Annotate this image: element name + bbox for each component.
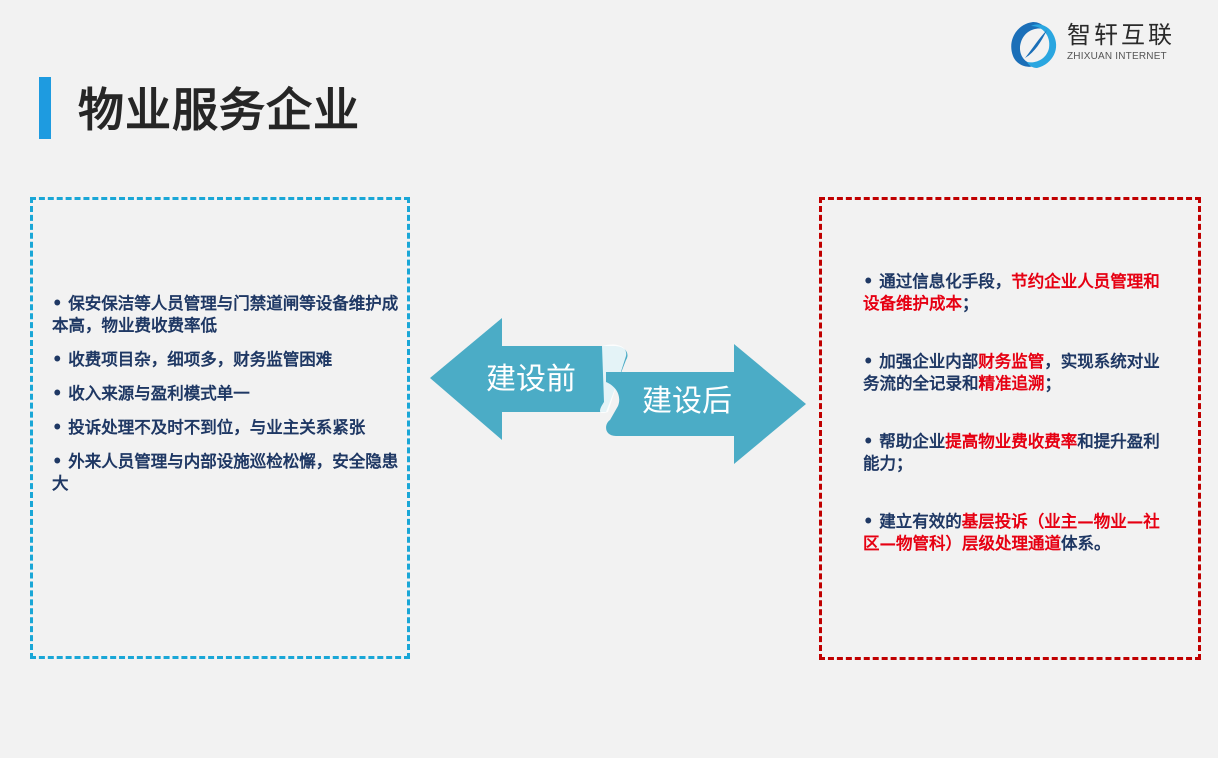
page-title: 物业服务企业 xyxy=(78,83,360,137)
item-text: ； xyxy=(1044,374,1062,393)
before-label: 建设前 xyxy=(486,362,576,397)
before-box xyxy=(30,197,410,659)
item-text: • 通过信息化手段， xyxy=(863,272,1012,291)
after-box xyxy=(819,197,1201,660)
list-item: • 建立有效的基层投诉（业主—物业—社区—物管科）层级处理通道体系。 xyxy=(863,511,1163,555)
item-text: • 帮助企业 xyxy=(863,432,946,451)
company-logo: 智轩互联 ZHIXUAN INTERNET xyxy=(1003,18,1193,74)
title-accent-bar xyxy=(39,77,51,139)
item-text: 和提升盈利能力； xyxy=(863,432,1160,473)
item-highlight: 节约企业人员管理和设备维护成本 xyxy=(863,272,1160,313)
after-label: 建设后 xyxy=(642,384,732,419)
logo-swirl-icon xyxy=(1011,22,1057,69)
item-text: • 建立有效的 xyxy=(863,512,962,531)
item-highlight: 提高物业费收费率 xyxy=(945,432,1078,451)
list-item: • 帮助企业提高物业费收费率和提升盈利能力； xyxy=(863,431,1163,475)
after-list: • 通过信息化手段，节约企业人员管理和设备维护成本； • 加强企业内部财务监管，… xyxy=(863,271,1163,591)
list-item: • 收费项目杂，细项多，财务监管困难 xyxy=(52,350,333,369)
item-highlight: 基层投诉（业主—物业—社区—物管科）层级处理通道 xyxy=(863,512,1160,553)
item-text: ； xyxy=(962,294,979,313)
logo-name-en: ZHIXUAN INTERNET xyxy=(1067,51,1167,62)
list-item: • 通过信息化手段，节约企业人员管理和设备维护成本； xyxy=(863,271,1163,315)
before-list: • 保安保洁等人员管理与门禁道闸等设备维护成本高，物业费收费率低 • 收费项目杂… xyxy=(52,293,408,507)
item-highlight: 精准追溯 xyxy=(978,374,1045,393)
item-text: ，实现系统对业务流的全记录和 xyxy=(863,352,1160,393)
item-highlight: 财务监管 xyxy=(978,352,1045,371)
list-item: • 收入来源与盈利模式单一 xyxy=(52,384,250,403)
list-item: • 加强企业内部财务监管，实现系统对业务流的全记录和精准追溯； xyxy=(863,351,1163,395)
list-item: • 保安保洁等人员管理与门禁道闸等设备维护成本高，物业费收费率低 xyxy=(52,294,399,335)
list-item: • 外来人员管理与内部设施巡检松懈，安全隐患大 xyxy=(52,452,399,493)
double-arrow-icon xyxy=(430,318,806,464)
logo-name-cn: 智轩互联 xyxy=(1067,21,1175,49)
list-item: • 投诉处理不及时不到位，与业主关系紧张 xyxy=(52,418,366,437)
item-text: 体系。 xyxy=(1061,534,1111,553)
item-text: • 加强企业内部 xyxy=(863,352,979,371)
